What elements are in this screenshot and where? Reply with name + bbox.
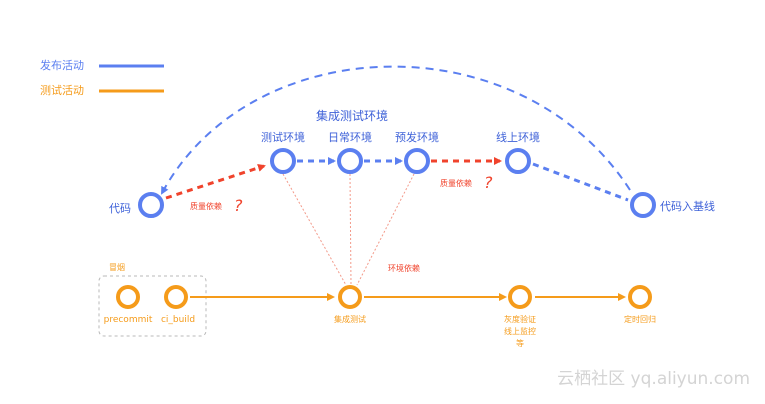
- question-mark-icon-1: ?: [234, 196, 243, 215]
- daily-env-label: 日常环境: [328, 130, 372, 144]
- smoke-test-group-box: [98, 275, 207, 337]
- code-node: [138, 192, 164, 218]
- gray-validation-node: [508, 285, 532, 309]
- ci-build-label: ci_build: [161, 315, 195, 325]
- precommit-node: [116, 285, 140, 309]
- online-env-label: 线上环境: [496, 130, 540, 144]
- daily-env-node: [337, 148, 363, 174]
- gray-validation-label-3: 等: [516, 338, 524, 348]
- code-baseline-node: [630, 192, 656, 218]
- test-nodes: precommit ci_build 集成测试 灰度验证 线上监控 等 定时回归: [104, 285, 656, 348]
- scheduled-regression-label: 定时回归: [624, 314, 656, 324]
- release-nodes: 代码 测试环境 日常环境 预发环境 线上环境 代码入基线: [109, 130, 715, 218]
- legend-test-label: 测试活动: [40, 84, 84, 97]
- online-env-node: [505, 148, 531, 174]
- code-baseline-label: 代码入基线: [660, 199, 715, 213]
- online-to-baseline-line: [532, 162, 629, 202]
- question-mark-icon-2: ?: [484, 173, 493, 192]
- dep-line-test-env: [282, 173, 347, 286]
- test-env-label: 测试环境: [261, 130, 305, 144]
- scheduled-regression-node: [628, 285, 652, 309]
- dep-line-pre-env: [356, 173, 415, 286]
- integration-test-node: [338, 285, 362, 309]
- baseline-to-code-arc: [161, 65, 631, 195]
- code-label: 代码: [109, 202, 131, 215]
- smoke-test-group-label: 冒烟: [109, 263, 125, 272]
- gray-validation-label-1: 灰度验证: [504, 314, 536, 324]
- ci-build-node: [164, 285, 188, 309]
- environment-dependency-lines: [282, 173, 415, 286]
- legend: 发布活动 测试活动: [40, 58, 164, 97]
- pre-env-label: 预发环境: [395, 130, 439, 144]
- integration-env-group-label: 集成测试环境: [316, 108, 388, 123]
- legend-release-label: 发布活动: [40, 58, 84, 72]
- watermark: 云栖社区 yq.aliyun.com: [557, 369, 750, 389]
- quality-dep-label-1: 质量依赖: [190, 201, 222, 211]
- integration-test-label: 集成测试: [334, 314, 366, 324]
- quality-dep-label-2: 质量依赖: [440, 178, 472, 188]
- gray-validation-label-2: 线上监控: [504, 326, 536, 336]
- test-env-node: [270, 148, 296, 174]
- precommit-label: precommit: [104, 315, 153, 325]
- code-to-test-env-arrow: [165, 164, 266, 200]
- env-dep-label: 环境依赖: [388, 263, 420, 273]
- dep-line-daily-env: [349, 173, 352, 286]
- pre-env-node: [404, 148, 430, 174]
